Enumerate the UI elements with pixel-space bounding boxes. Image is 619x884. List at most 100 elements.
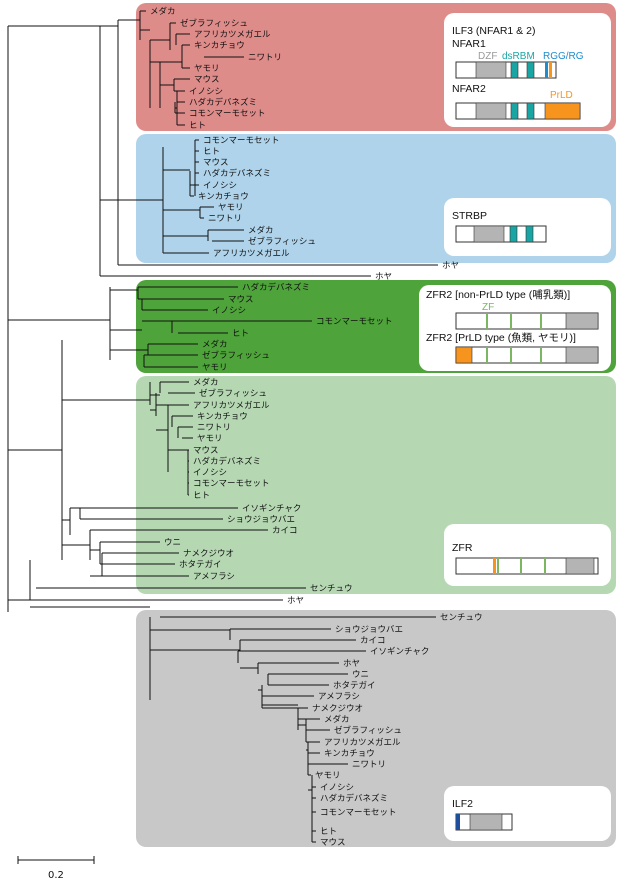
leaf-label: ゼブラフィッシュ	[202, 350, 270, 361]
leaf-label: ハダカデバネズミ	[189, 97, 257, 108]
strbp-title: STRBP	[452, 210, 487, 222]
ilf2-title: ILF2	[452, 798, 473, 810]
leaf-label: アフリカツメガエル	[193, 400, 270, 411]
strbp-domain-bar	[455, 225, 547, 243]
nfar2-label: NFAR2	[452, 83, 486, 95]
leaf-label: イソギンチャク	[242, 504, 301, 514]
zfr-domain-bar	[455, 557, 599, 575]
nfar1-domain-bar	[455, 61, 557, 79]
dsrbm-label: dsRBM	[502, 51, 535, 62]
leaf-label: ニワトリ	[208, 214, 242, 224]
ilf2-domain-bar	[455, 813, 513, 831]
leaf-label: メダカ	[193, 377, 219, 388]
leaf-label: ハダカデバネズミ	[203, 168, 271, 179]
ilf3-leaves: メダカ ゼブラフィッシュ アフリカツメガエル キンカチョウ ニワトリ ヤモリ マ…	[150, 6, 282, 131]
leaf-label: センチュウ	[440, 613, 483, 623]
leaf-label: ヒト	[189, 121, 206, 131]
leaf-label: アフリカツメガエル	[194, 29, 271, 40]
strbp-leaves: コモンマーモセット ヒト マウス ハダカデバネズミ イノシシ キンカチョウ ヤモ…	[198, 136, 316, 259]
leaf-label: ヤモリ	[202, 363, 228, 373]
leaf-label: ホタテガイ	[333, 680, 376, 691]
leaf-label: イソギンチャク	[370, 647, 429, 657]
nfar2-domain-bar	[455, 102, 581, 120]
leaf-label: ホタテガイ	[179, 559, 222, 570]
leaf-label: マウス	[194, 75, 220, 85]
leaf-label: アフリカツメガエル	[324, 737, 401, 748]
zfr-title: ZFR	[452, 542, 473, 554]
leaf-label: ニワトリ	[352, 760, 386, 770]
leaf-label: メダカ	[324, 714, 350, 725]
zfr2-title-prld: ZFR2 [PrLD type (魚類, ヤモリ)]	[426, 331, 576, 344]
leaf-label: マウス	[228, 295, 254, 305]
leaf-label: ニワトリ	[197, 423, 231, 433]
leaf-label: ショウジョウバエ	[335, 625, 403, 635]
leaf-label: コモンマーモセット	[193, 479, 270, 489]
tree-branches	[7, 10, 438, 843]
scale-bar: 0.2	[17, 856, 95, 881]
leaf-label: ヒト	[193, 491, 210, 501]
leaf-label: ホヤ	[343, 659, 360, 669]
leaf-label-senchu-zfr: センチュウ	[310, 584, 353, 594]
leaf-label: ヒト	[203, 147, 220, 157]
zfr2-title-nonprld: ZFR2 [non-PrLD type (哺乳類)]	[426, 288, 570, 301]
leaf-label-hoya-strbp: ホヤ	[442, 261, 459, 271]
zfr-leaves: メダカ ゼブラフィッシュ アフリカツメガエル キンカチョウ ニワトリ ヤモリ マ…	[164, 377, 301, 582]
leaf-label: キンカチョウ	[198, 192, 249, 202]
leaf-label: イノシシ	[320, 783, 354, 793]
leaf-label: イノシシ	[212, 306, 246, 316]
leaf-label: キンカチョウ	[194, 41, 245, 51]
leaf-label: ヒト	[232, 329, 249, 339]
leaf-label: アメフラシ	[193, 572, 235, 582]
leaf-label: マウス	[320, 838, 346, 848]
leaf-label: ニワトリ	[248, 53, 282, 63]
leaf-label: ゼブラフィッシュ	[180, 18, 248, 29]
ilf2-leaves: センチュウ ショウジョウバエ カイコ イソギンチャク ホヤ ウニ ホタテガイ ア…	[312, 613, 483, 848]
leaf-label: キンカチョウ	[324, 749, 375, 759]
leaf-label: コモンマーモセット	[189, 109, 266, 119]
leaf-label: イノシシ	[193, 468, 227, 478]
zf-label: ZF	[482, 302, 494, 313]
leaf-label: ゼブラフィッシュ	[199, 388, 267, 399]
leaf-label: アフリカツメガエル	[213, 248, 290, 259]
scale-bar-label: 0.2	[48, 870, 64, 881]
leaf-label-hoya-ilf3: ホヤ	[375, 272, 392, 282]
leaf-label: ウニ	[164, 538, 181, 548]
leaf-label: ハダカデバネズミ	[193, 456, 261, 467]
leaf-label: ヤモリ	[218, 203, 244, 213]
leaf-label: メダカ	[150, 6, 176, 17]
leaf-label: ヤモリ	[197, 434, 223, 444]
leaf-label: ショウジョウバエ	[227, 515, 295, 525]
leaf-label: カイコ	[360, 636, 386, 646]
leaf-label: イノシシ	[203, 181, 237, 191]
leaf-label: マウス	[203, 158, 229, 168]
prld-label: PrLD	[550, 90, 573, 101]
leaf-label: マウス	[193, 446, 219, 456]
leaf-label: メダカ	[248, 225, 274, 236]
zfr2-nonprld-domain-bar	[455, 312, 599, 330]
leaf-label: イノシシ	[189, 87, 223, 97]
leaf-label: ヤモリ	[194, 64, 220, 74]
leaf-label: ヒト	[320, 827, 337, 837]
leaf-label: ナメクジウオ	[183, 549, 234, 559]
zfr2-leaves: ハダカデバネズミ マウス イノシシ コモンマーモセット ヒト メダカ ゼブラフィ…	[202, 282, 393, 373]
leaf-label: コモンマーモセット	[320, 808, 397, 818]
dzf-label: DZF	[478, 51, 497, 62]
leaf-label: アメフラシ	[318, 692, 360, 702]
leaf-label: コモンマーモセット	[203, 136, 280, 146]
leaf-label: ハダカデバネズミ	[242, 282, 310, 293]
leaf-label: コモンマーモセット	[316, 317, 393, 327]
leaf-label-hoya-root: ホヤ	[287, 596, 304, 606]
leaf-label: メダカ	[202, 339, 228, 350]
leaf-label: ゼブラフィッシュ	[334, 725, 402, 736]
leaf-label: ハダカデバネズミ	[320, 793, 388, 804]
nfar1-label: NFAR1	[452, 38, 486, 50]
leaf-label: カイコ	[272, 526, 298, 536]
leaf-label: ヤモリ	[315, 771, 341, 781]
leaf-label: ゼブラフィッシュ	[248, 236, 316, 247]
leaf-label: ナメクジウオ	[312, 704, 363, 714]
zfr-domain-panel	[444, 524, 611, 586]
leaf-label: キンカチョウ	[197, 412, 248, 422]
ilf3-title: ILF3 (NFAR1 & 2)	[452, 25, 535, 37]
rgg-label: RGG/RG	[543, 51, 584, 62]
